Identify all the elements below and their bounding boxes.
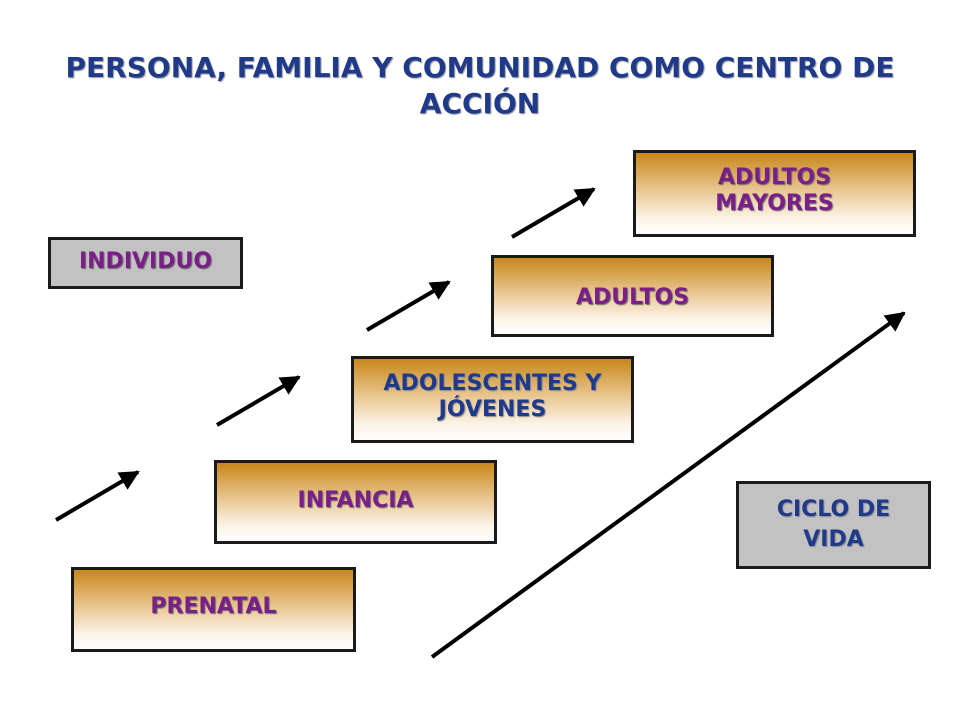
ciclo-de-vida-box: CICLO DE VIDA xyxy=(736,481,931,569)
arrow-to-adultos-mayores xyxy=(510,187,596,239)
stage-prenatal: PRENATAL xyxy=(71,567,356,652)
life-cycle-arrow xyxy=(430,311,906,659)
stage-infancia-label: INFANCIA xyxy=(297,488,414,513)
stage-adultos: ADULTOS xyxy=(491,255,774,337)
stage-adolescentes: ADOLESCENTES Y JÓVENES xyxy=(351,356,634,443)
stage-infancia: INFANCIA xyxy=(214,460,497,544)
individuo-label: INDIVIDUO xyxy=(78,248,213,274)
stage-adultos-label: ADULTOS xyxy=(575,285,690,310)
stage-prenatal-label: PRENATAL xyxy=(150,594,277,619)
ciclo-de-vida-label: CICLO DE VIDA xyxy=(776,497,891,552)
stage-adultos-mayores-label: ADULTOS MAYORES xyxy=(715,165,834,216)
stage-adolescentes-label: ADOLESCENTES Y JÓVENES xyxy=(383,371,602,422)
arrow-to-adultos xyxy=(365,280,451,332)
diagram-title: PERSONA, FAMILIA Y COMUNIDAD COMO CENTRO… xyxy=(65,51,895,120)
arrow-to-infancia xyxy=(54,470,140,522)
individuo-label-box: INDIVIDUO xyxy=(48,237,243,289)
arrow-to-adolescentes xyxy=(215,375,301,427)
stage-adultos-mayores: ADULTOS MAYORES xyxy=(633,150,916,237)
